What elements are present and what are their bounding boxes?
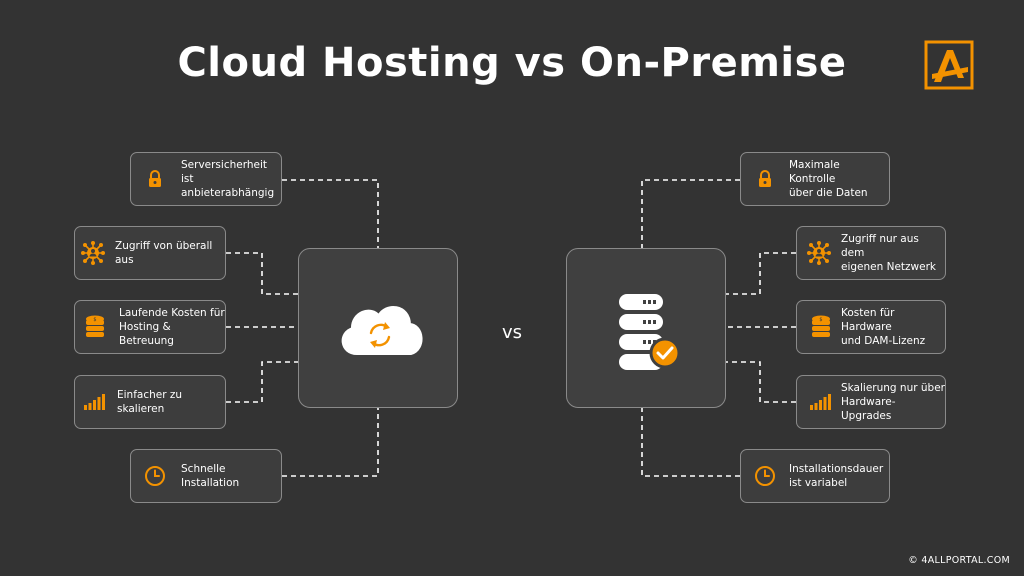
onpremise-item-control: Maximale Kontrolle über die Daten	[740, 152, 890, 206]
onpremise-item-scaling: Skalierung nur über Hardware-Upgrades	[796, 375, 946, 429]
clock-icon	[143, 464, 167, 488]
network-icon	[81, 241, 105, 265]
onpremise-item-costs: $ Kosten für Hardware und DAM-Lizenz	[796, 300, 946, 354]
onpremise-item-costs-text: Kosten für Hardware und DAM-Lizenz	[841, 307, 926, 347]
bar-chart-icon	[809, 390, 833, 414]
onpremise-item-access: Zugriff nur aus dem eigenen Netzwerk	[796, 226, 946, 280]
coins-icon: $	[83, 315, 107, 339]
bar-chart-icon	[83, 390, 107, 414]
coins-icon: $	[809, 315, 833, 339]
network-icon	[807, 241, 831, 265]
onpremise-item-control-text: Maximale Kontrolle über die Daten	[789, 159, 868, 199]
cloud-item-scaling-text: Einfacher zu skalieren	[117, 389, 183, 415]
onpremise-item-scaling-text: Skalierung nur über Hardware-Upgrades	[841, 382, 945, 422]
onpremise-item-access-text: Zugriff nur aus dem eigenen Netzwerk	[841, 233, 936, 273]
onpremise-hub	[566, 248, 726, 408]
server-check-icon	[619, 294, 681, 370]
cloud-item-installation: Schnelle Installation	[130, 449, 282, 503]
lock-icon	[143, 167, 167, 191]
cloud-item-installation-text: Schnelle Installation	[181, 463, 240, 489]
cloud-item-access: Zugriff von überall aus	[74, 226, 226, 280]
cloud-item-costs-text: Laufende Kosten für Hosting & Betreuung	[119, 307, 225, 347]
cloud-item-scaling: Einfacher zu skalieren	[74, 375, 226, 429]
cloud-item-security: Serversicherheit ist anbieterabhängig	[130, 152, 282, 206]
onpremise-item-installation-text: Installationsdauer ist variabel	[789, 463, 884, 489]
cloud-item-security-text: Serversicherheit ist anbieterabhängig	[181, 159, 275, 199]
copyright-notice: © 4ALLPORTAL.COM	[908, 555, 1010, 566]
lock-icon	[753, 167, 777, 191]
brand-logo	[924, 40, 974, 90]
page-title: Cloud Hosting vs On-Premise	[177, 40, 847, 86]
cloud-hub	[298, 248, 458, 408]
svg-text:$: $	[93, 317, 96, 323]
cloud-item-access-text: Zugriff von überall aus	[115, 240, 213, 266]
cloud-sync-icon	[341, 306, 423, 355]
clock-icon	[753, 464, 777, 488]
cloud-item-costs: $ Laufende Kosten für Hosting & Betreuun…	[74, 300, 226, 354]
svg-text:$: $	[819, 317, 822, 323]
vs-label: vs	[501, 322, 523, 343]
onpremise-item-installation: Installationsdauer ist variabel	[740, 449, 890, 503]
